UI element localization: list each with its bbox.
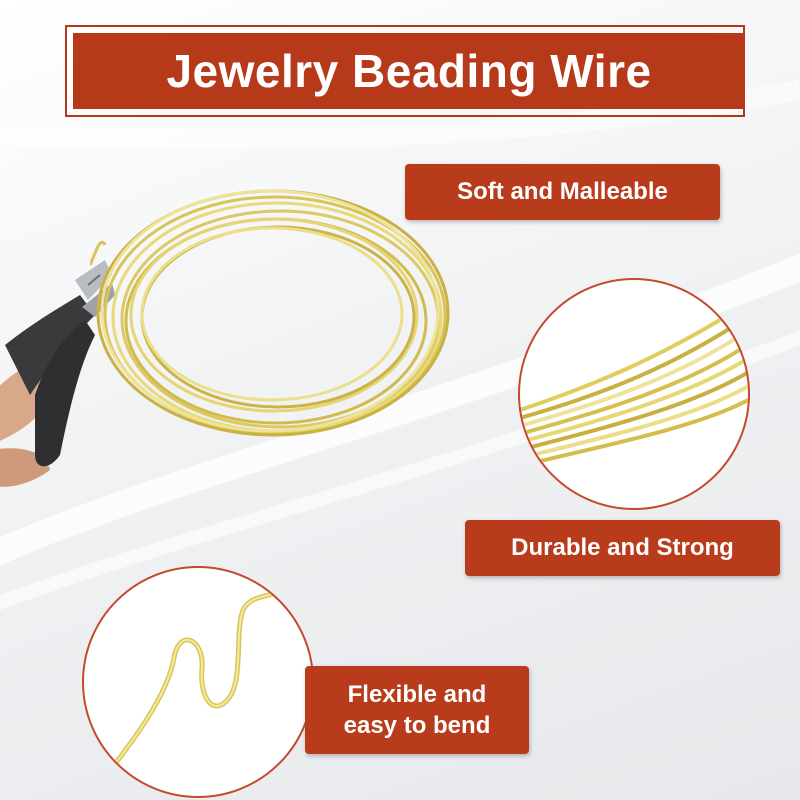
page-title: Jewelry Beading Wire bbox=[73, 33, 745, 109]
wire-bend-closeup bbox=[82, 566, 314, 798]
bent-wire-image bbox=[101, 585, 287, 781]
feature-durable-strong: Durable and Strong bbox=[465, 520, 780, 576]
feature-durable-text: Durable and Strong bbox=[511, 534, 734, 561]
title-banner: Jewelry Beading Wire bbox=[65, 25, 745, 117]
feature-flexible-line1: Flexible and bbox=[347, 681, 487, 708]
pliers-icon bbox=[0, 260, 115, 487]
feature-soft-text: Soft and Malleable bbox=[457, 178, 668, 205]
wire-closeup-image bbox=[520, 300, 748, 468]
feature-flexible-line2: easy to bend bbox=[343, 712, 491, 739]
feature-flexible-bend: Flexible and easy to bend bbox=[305, 666, 529, 754]
feature-soft-malleable: Soft and Malleable bbox=[405, 164, 720, 220]
wire-coil-icon bbox=[90, 189, 450, 437]
wire-detail-closeup bbox=[518, 278, 750, 510]
